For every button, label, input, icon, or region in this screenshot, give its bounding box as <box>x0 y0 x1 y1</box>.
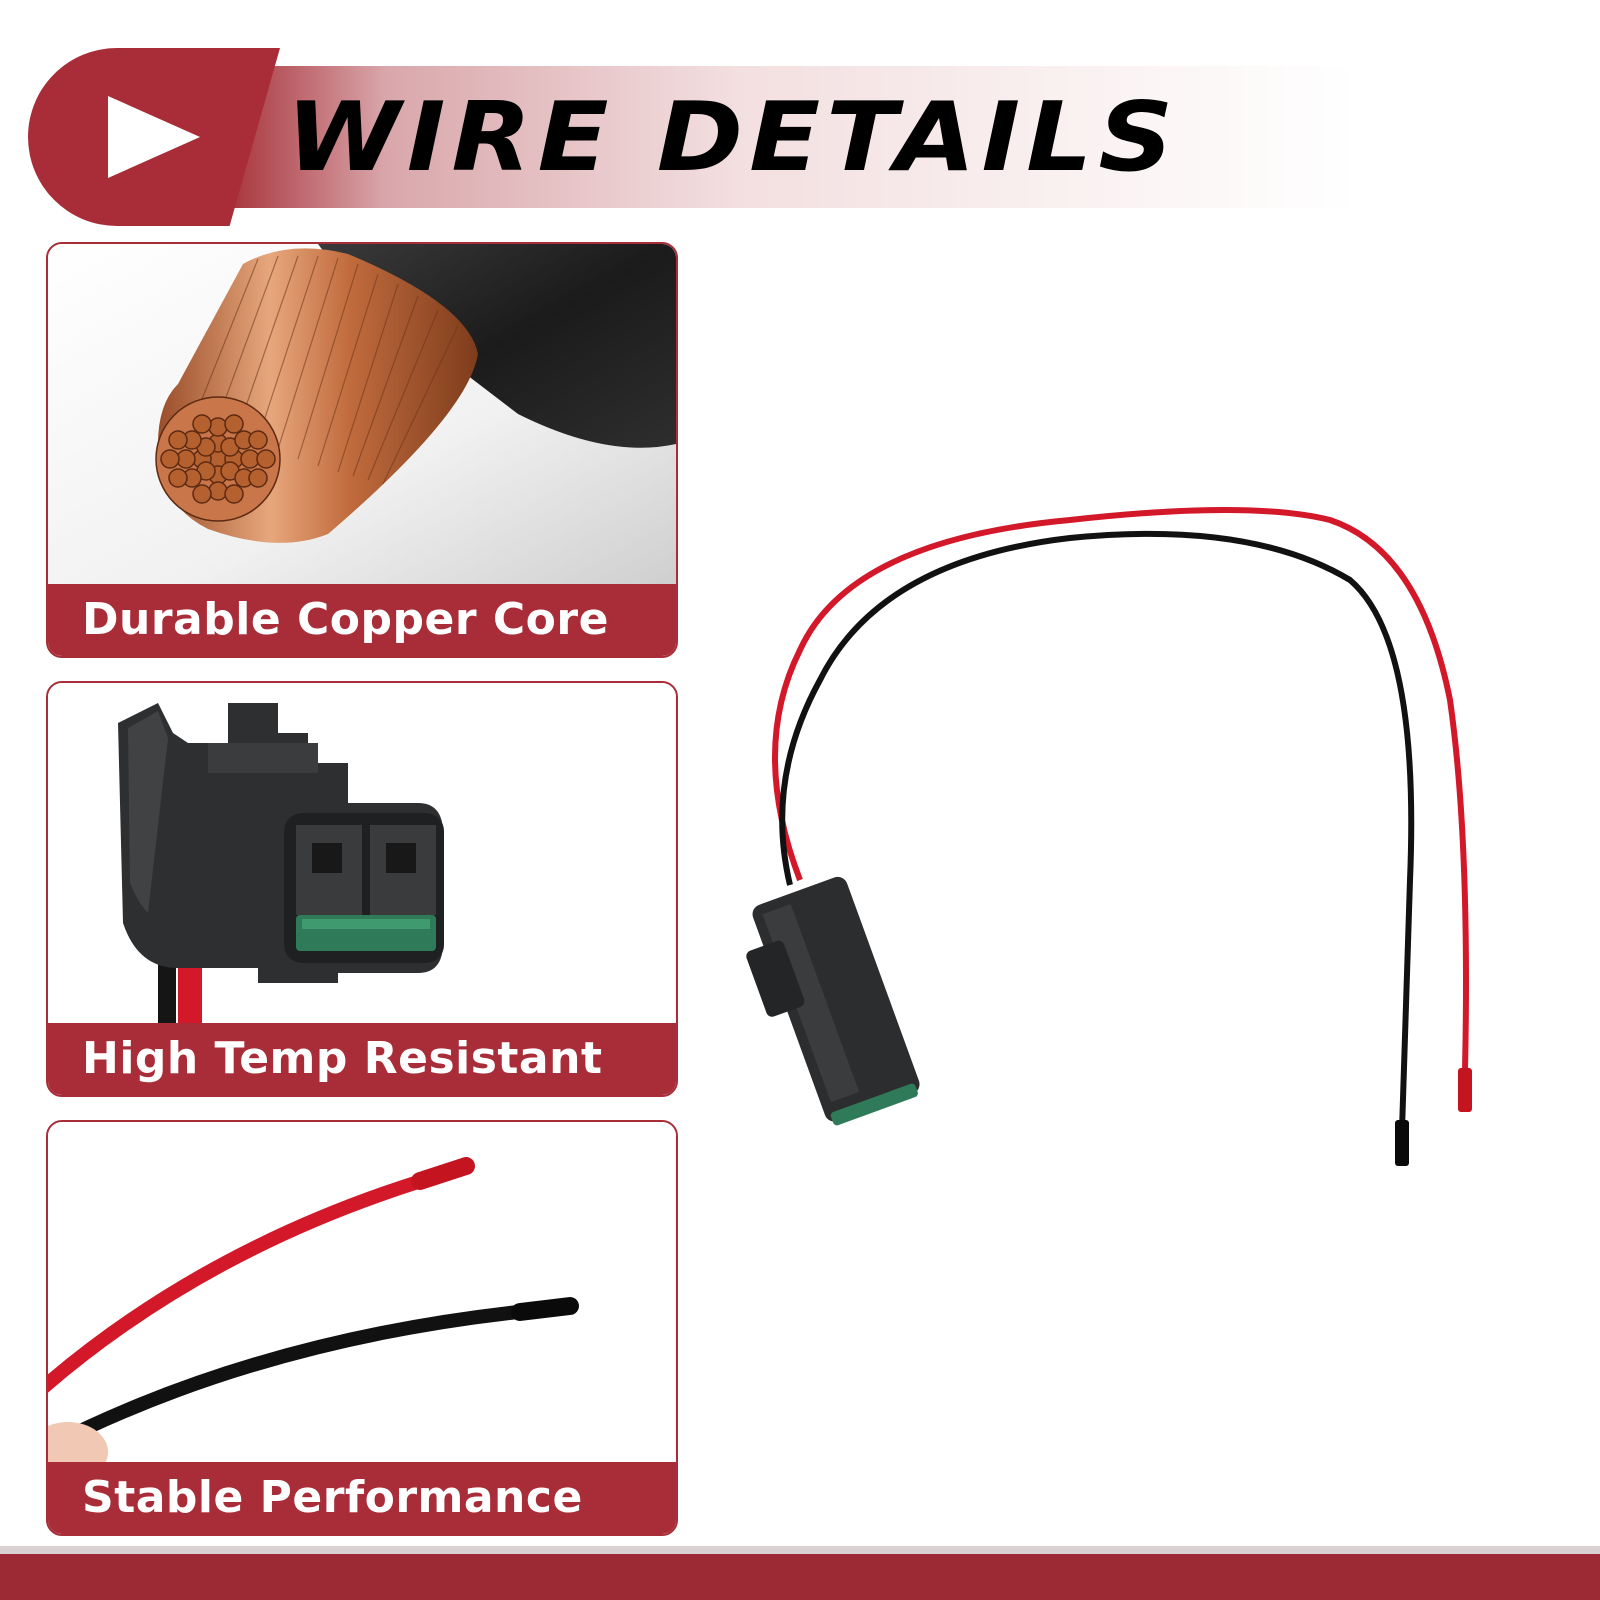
feature-label: Stable Performance <box>48 1462 676 1534</box>
wire-harness-image <box>746 507 1472 1166</box>
feature-label: High Temp Resistant <box>48 1023 676 1095</box>
footer-bar <box>0 1554 1600 1600</box>
feature-card-high-temp: High Temp Resistant <box>46 681 678 1097</box>
wire-ends-image <box>48 1122 676 1462</box>
footer-divider <box>0 1546 1600 1554</box>
page-title: WIRE DETAILS <box>286 80 1180 194</box>
banner-tab <box>28 48 280 226</box>
banner-gradient <box>228 66 1358 208</box>
feature-label: Durable Copper Core <box>48 584 676 656</box>
copper-core-image <box>48 244 676 584</box>
feature-card-stable-performance: Stable Performance <box>46 1120 678 1536</box>
feature-card-copper-core: Durable Copper Core <box>46 242 678 658</box>
connector-closeup-image <box>48 683 676 1023</box>
header-banner: WIRE DETAILS <box>28 48 1358 226</box>
play-icon <box>108 96 200 178</box>
